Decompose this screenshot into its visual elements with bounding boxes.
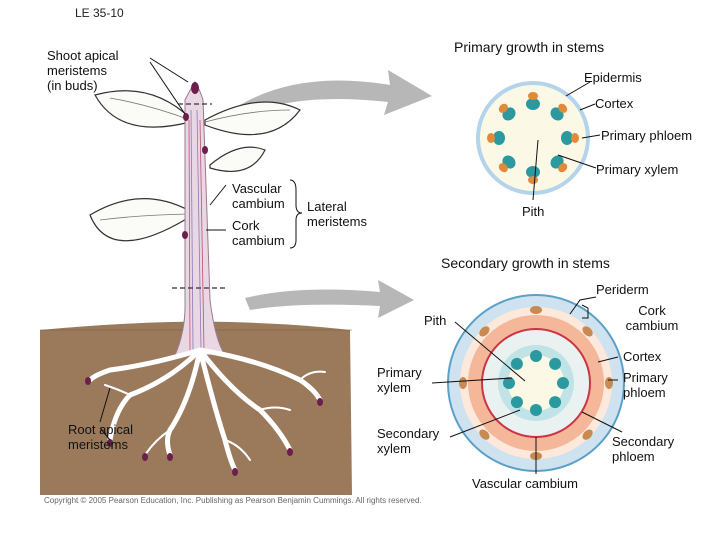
lateral-meristems-label: Lateral meristems bbox=[307, 199, 367, 229]
buds bbox=[182, 82, 208, 239]
secondary-xylem-bundles bbox=[503, 350, 569, 416]
primary-xylem-label: Primary xylem bbox=[596, 162, 679, 177]
secondary-phloem-bundles bbox=[459, 306, 613, 460]
secondary-cortex-label: Cortex bbox=[623, 349, 662, 364]
vascular-cambium-secondary-label: Vascular cambium bbox=[472, 476, 578, 491]
secondary-growth-title: Secondary growth in stems bbox=[441, 255, 610, 271]
secondary-primary-xylem-label: Primary xylem bbox=[377, 365, 422, 395]
pith-label: Pith bbox=[522, 204, 545, 219]
primary-vascular-bundles bbox=[487, 92, 579, 184]
secondary-growth-arrow bbox=[245, 280, 414, 318]
copyright: Copyright © 2005 Pearson Education, Inc.… bbox=[44, 496, 422, 505]
leaves bbox=[89, 90, 301, 242]
primary-phloem-label: Primary phloem bbox=[601, 128, 693, 143]
cambium-bracket bbox=[289, 179, 303, 249]
cork-cambium-label: Cork cambium bbox=[232, 218, 285, 248]
secondary-cork-cambium-label: Cork cambium bbox=[625, 303, 679, 333]
primary-growth-arrow bbox=[240, 70, 432, 115]
root-apical-label: Root apical meristems bbox=[68, 422, 134, 452]
primary-growth-title: Primary growth in stems bbox=[454, 39, 605, 55]
secondary-xylem-label: Secondary xylem bbox=[377, 426, 440, 456]
soil bbox=[40, 321, 352, 495]
slide-id: LE 35-10 bbox=[75, 6, 124, 20]
root-tips bbox=[85, 377, 323, 476]
cortex-label: Cortex bbox=[595, 96, 634, 111]
periderm-label: Periderm bbox=[596, 282, 649, 297]
vascular-cambium-label: Vascular cambium bbox=[232, 181, 285, 211]
secondary-cross-section bbox=[447, 294, 625, 472]
secondary-pith-label: Pith bbox=[424, 313, 447, 328]
secondary-phloem-label: Secondary phloem bbox=[612, 434, 675, 464]
primary-cross-section bbox=[476, 81, 590, 195]
shoot-apical-label: Shoot apical meristems (in buds) bbox=[47, 48, 119, 93]
secondary-primary-phloem-label: Primary phloem bbox=[623, 370, 668, 400]
epidermis-label: Epidermis bbox=[584, 70, 642, 85]
